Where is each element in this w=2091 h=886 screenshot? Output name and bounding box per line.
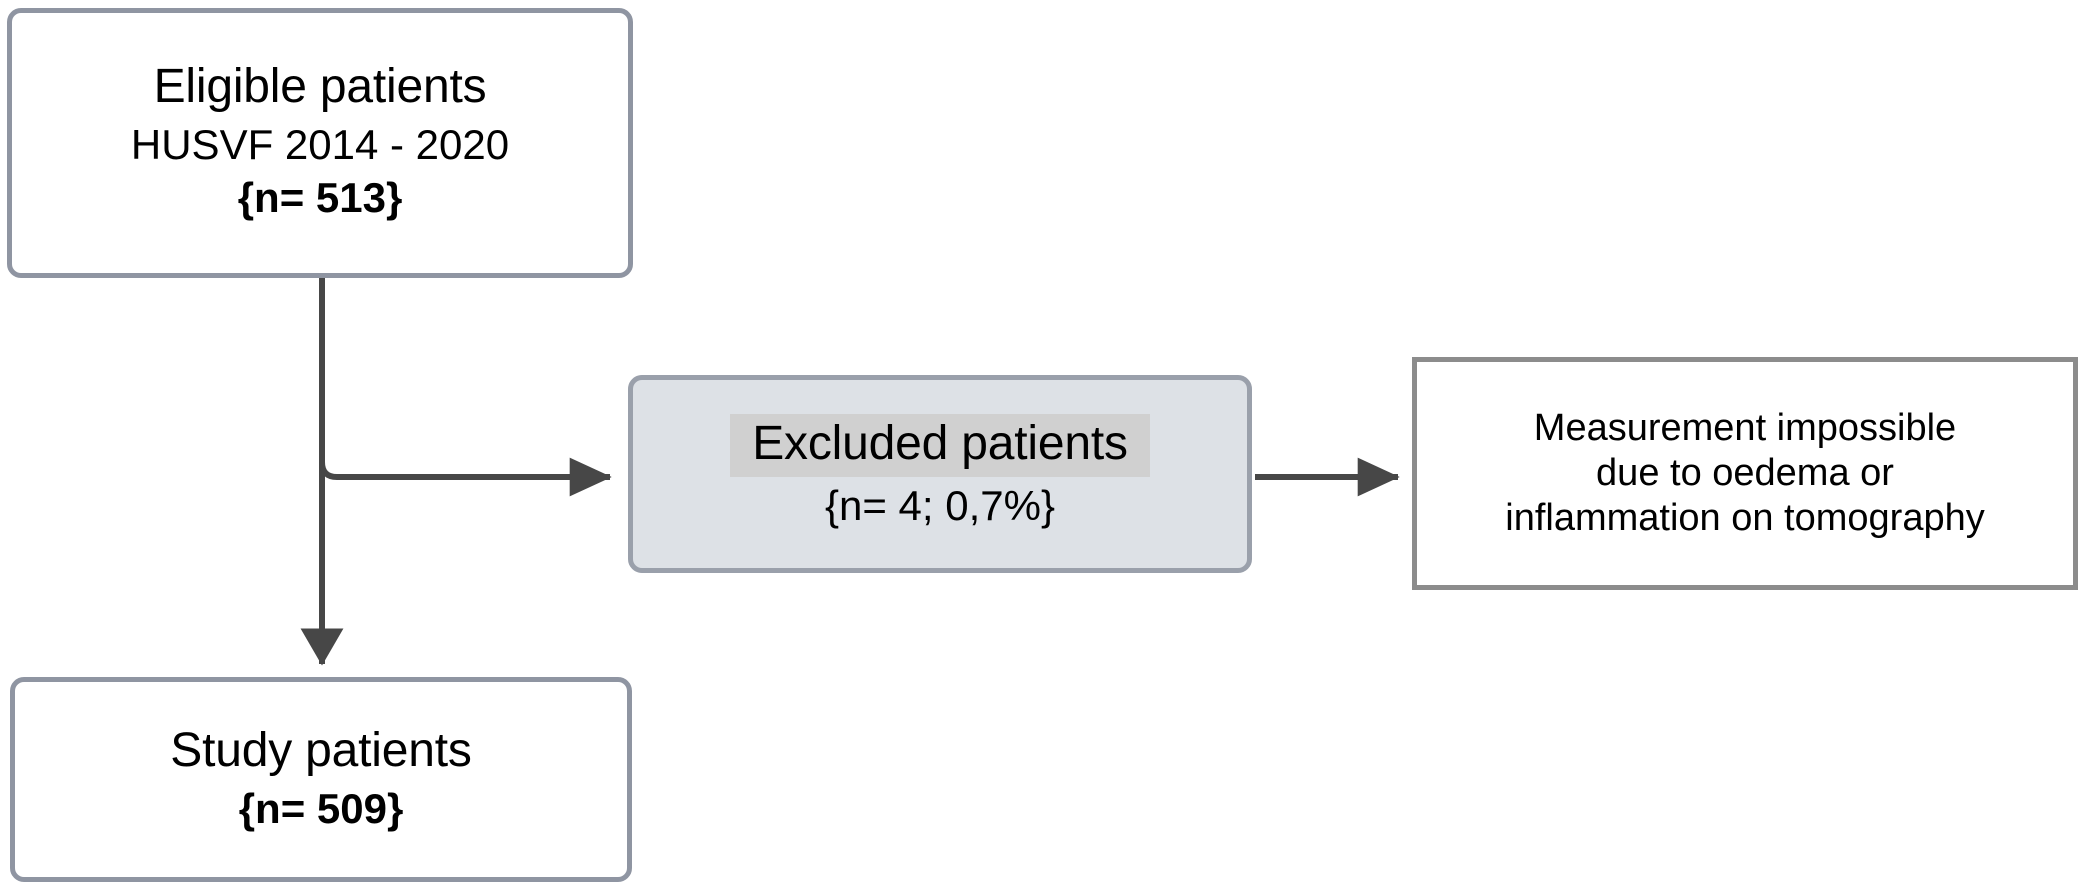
reason-line-2: due to oedema or bbox=[1596, 452, 1894, 495]
node-eligible-patients: Eligible patients HUSVF 2014 - 2020 {n= … bbox=[7, 8, 633, 278]
reason-line-3: inflammation on tomography bbox=[1505, 496, 1985, 539]
reason-line-1: Measurement impossible bbox=[1533, 407, 1957, 450]
eligible-count: {n= 513} bbox=[237, 174, 403, 222]
node-study-patients: Study patients {n= 509} bbox=[10, 677, 632, 882]
node-excluded-patients: Excluded patients {n= 4; 0,7%} bbox=[628, 375, 1252, 573]
node-exclusion-reason: Measurement impossible due to oedema or … bbox=[1412, 357, 2078, 590]
eligible-title: Eligible patients bbox=[153, 60, 487, 114]
eligible-subtitle: HUSVF 2014 - 2020 bbox=[130, 120, 510, 168]
connector-eligible-to-excluded bbox=[319, 457, 612, 497]
excluded-title: Excluded patients bbox=[730, 413, 1150, 477]
excluded-count: {n= 4; 0,7%} bbox=[824, 481, 1056, 529]
study-count: {n= 509} bbox=[238, 785, 404, 833]
study-title: Study patients bbox=[170, 724, 472, 778]
